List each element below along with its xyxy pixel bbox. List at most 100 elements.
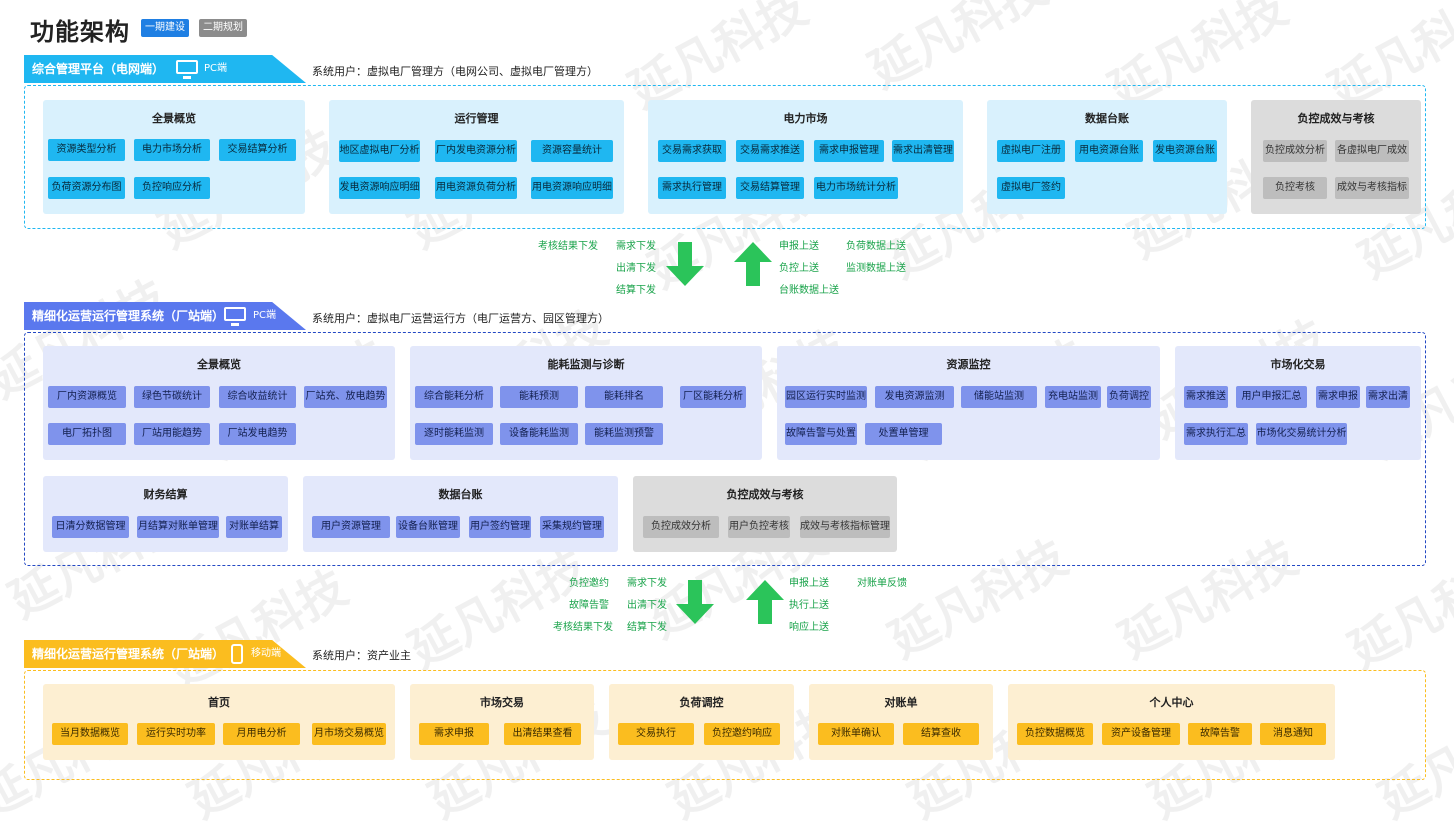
flow-label: 负控上送 (779, 263, 819, 274)
ops-pc-tab-label: 精细化运营运行管理系统（厂站端） (32, 309, 225, 323)
module-title: 数据台账 (438, 488, 483, 501)
flow-label: 负荷数据上送 (846, 241, 906, 252)
module-title: 全景概览 (197, 358, 241, 371)
ops-pc-module: 财务结算 (43, 476, 288, 552)
ops-mobile-user-text: 系统用户：资产业主 (312, 649, 411, 662)
function-chip: 用户负控考核 (728, 516, 790, 538)
function-chip: 厂站用能趋势 (134, 423, 210, 445)
function-chip: 负控成效分析 (643, 516, 719, 538)
function-chip: 负荷资源分布图 (48, 177, 125, 199)
flow-label: 需求下发 (627, 578, 667, 589)
function-chip: 消息通知 (1260, 723, 1326, 745)
function-chip: 对账单确认 (818, 723, 894, 745)
function-chip: 厂内发电资源分析 (435, 140, 517, 162)
function-chip: 厂站发电趋势 (219, 423, 296, 445)
function-chip: 资源容量统计 (531, 140, 613, 162)
flow-label: 需求下发 (616, 241, 656, 252)
ops-mobile-tab: 精细化运营运行管理系统（厂站端） 移动端 (24, 640, 306, 668)
module-title: 首页 (208, 696, 230, 709)
function-chip: 用户资源管理 (312, 516, 390, 538)
up-arrow-icon (734, 242, 772, 286)
function-chip: 运行实时功率 (137, 723, 215, 745)
function-chip: 厂内资源概览 (48, 386, 126, 408)
function-chip: 发电资源台账 (1153, 140, 1217, 162)
flow-label: 结算下发 (616, 285, 656, 296)
up-arrow-icon (746, 580, 784, 624)
flow-label: 申报上送 (779, 241, 819, 252)
module-title: 运行管理 (454, 112, 499, 125)
function-chip: 故障告警与处置 (785, 423, 857, 445)
function-chip: 对账单结算 (226, 516, 282, 538)
function-chip: 虚拟电厂注册 (997, 140, 1065, 162)
function-chip: 地区虚拟电厂分析 (339, 140, 420, 162)
down-arrow-icon (666, 242, 704, 286)
function-chip: 能耗预测 (500, 386, 578, 408)
page-title: 功能架构 (30, 18, 130, 46)
function-chip: 资源类型分析 (48, 139, 125, 161)
function-chip: 充电站监测 (1045, 386, 1101, 408)
flow-label: 故障告警 (569, 600, 609, 611)
function-chip: 负控响应分析 (134, 177, 210, 199)
ops-pc-module: 数据台账 (303, 476, 618, 552)
flow-label: 响应上送 (789, 622, 829, 633)
flow-label: 申报上送 (789, 578, 829, 589)
flow-label: 出清下发 (616, 263, 656, 274)
phone-icon (231, 644, 243, 664)
function-chip: 用户申报汇总 (1236, 386, 1307, 408)
ops-pc-module: 负控成效与考核 (633, 476, 897, 552)
function-chip: 厂站充、放电趋势 (304, 386, 387, 408)
function-chip: 负控成效分析 (1263, 140, 1327, 162)
function-chip: 需求执行管理 (658, 177, 726, 199)
grid-platform-frame (24, 85, 1426, 229)
function-chip: 需求出清管理 (892, 140, 954, 162)
function-chip: 交易结算管理 (736, 177, 804, 199)
function-chip: 需求申报 (1316, 386, 1360, 408)
flow-label: 结算下发 (627, 622, 667, 633)
module-title: 负荷调控 (679, 696, 724, 709)
ops-mobile-module: 首页 (43, 684, 395, 760)
ops-mobile-module: 个人中心 (1008, 684, 1335, 760)
module-title: 资源监控 (946, 358, 991, 371)
module-title: 财务结算 (143, 488, 188, 501)
function-chip: 电厂拓扑图 (48, 423, 126, 445)
function-chip: 能耗排名 (585, 386, 663, 408)
phase2-legend-badge: 二期规划 (199, 19, 247, 37)
module-title: 负控成效与考核 (1297, 112, 1375, 125)
function-chip: 故障告警 (1188, 723, 1252, 745)
module-title: 数据台账 (1085, 112, 1129, 125)
down-arrow-icon (676, 580, 714, 624)
function-chip: 需求出清 (1366, 386, 1410, 408)
ops-mobile-device-label: 移动端 (251, 648, 281, 659)
function-chip: 发电资源监测 (875, 386, 954, 408)
ops-pc-frame (24, 332, 1426, 566)
function-chip: 虚拟电厂签约 (997, 177, 1065, 199)
flow-label: 负控邀约 (569, 578, 609, 589)
function-chip: 储能站监测 (961, 386, 1037, 408)
function-chip: 设备能耗监测 (500, 423, 578, 445)
function-chip: 采集规约管理 (540, 516, 604, 538)
function-chip: 绿色节碳统计 (134, 386, 210, 408)
function-chip: 日清分数据管理 (52, 516, 129, 538)
function-chip: 各虚拟电厂成效 (1335, 140, 1409, 162)
function-chip: 综合能耗分析 (415, 386, 493, 408)
function-chip: 用户签约管理 (469, 516, 531, 538)
function-chip: 需求申报管理 (814, 140, 884, 162)
function-chip: 处置单管理 (865, 423, 942, 445)
flow-label: 台账数据上送 (779, 285, 839, 296)
function-chip: 出清结果查看 (504, 723, 581, 745)
function-chip: 交易需求推送 (736, 140, 804, 162)
module-title: 个人中心 (1149, 696, 1194, 709)
grid-platform-device-label: PC端 (204, 63, 228, 74)
function-chip: 需求执行汇总 (1184, 423, 1248, 445)
phase1-legend-badge: 一期建设 (141, 19, 189, 37)
module-title: 全景概览 (152, 112, 196, 125)
function-chip: 设备台账管理 (396, 516, 460, 538)
ops-mobile-module: 对账单 (809, 684, 993, 760)
grid-platform-tab-label: 综合管理平台（电网端） (32, 62, 165, 76)
function-chip: 负控邀约响应 (704, 723, 780, 745)
flow-label: 执行上送 (789, 600, 829, 611)
module-title: 负控成效与考核 (726, 488, 804, 501)
function-chip: 负控数据概览 (1017, 723, 1093, 745)
monitor-icon (176, 60, 198, 79)
module-title: 能耗监测与诊断 (547, 358, 625, 371)
